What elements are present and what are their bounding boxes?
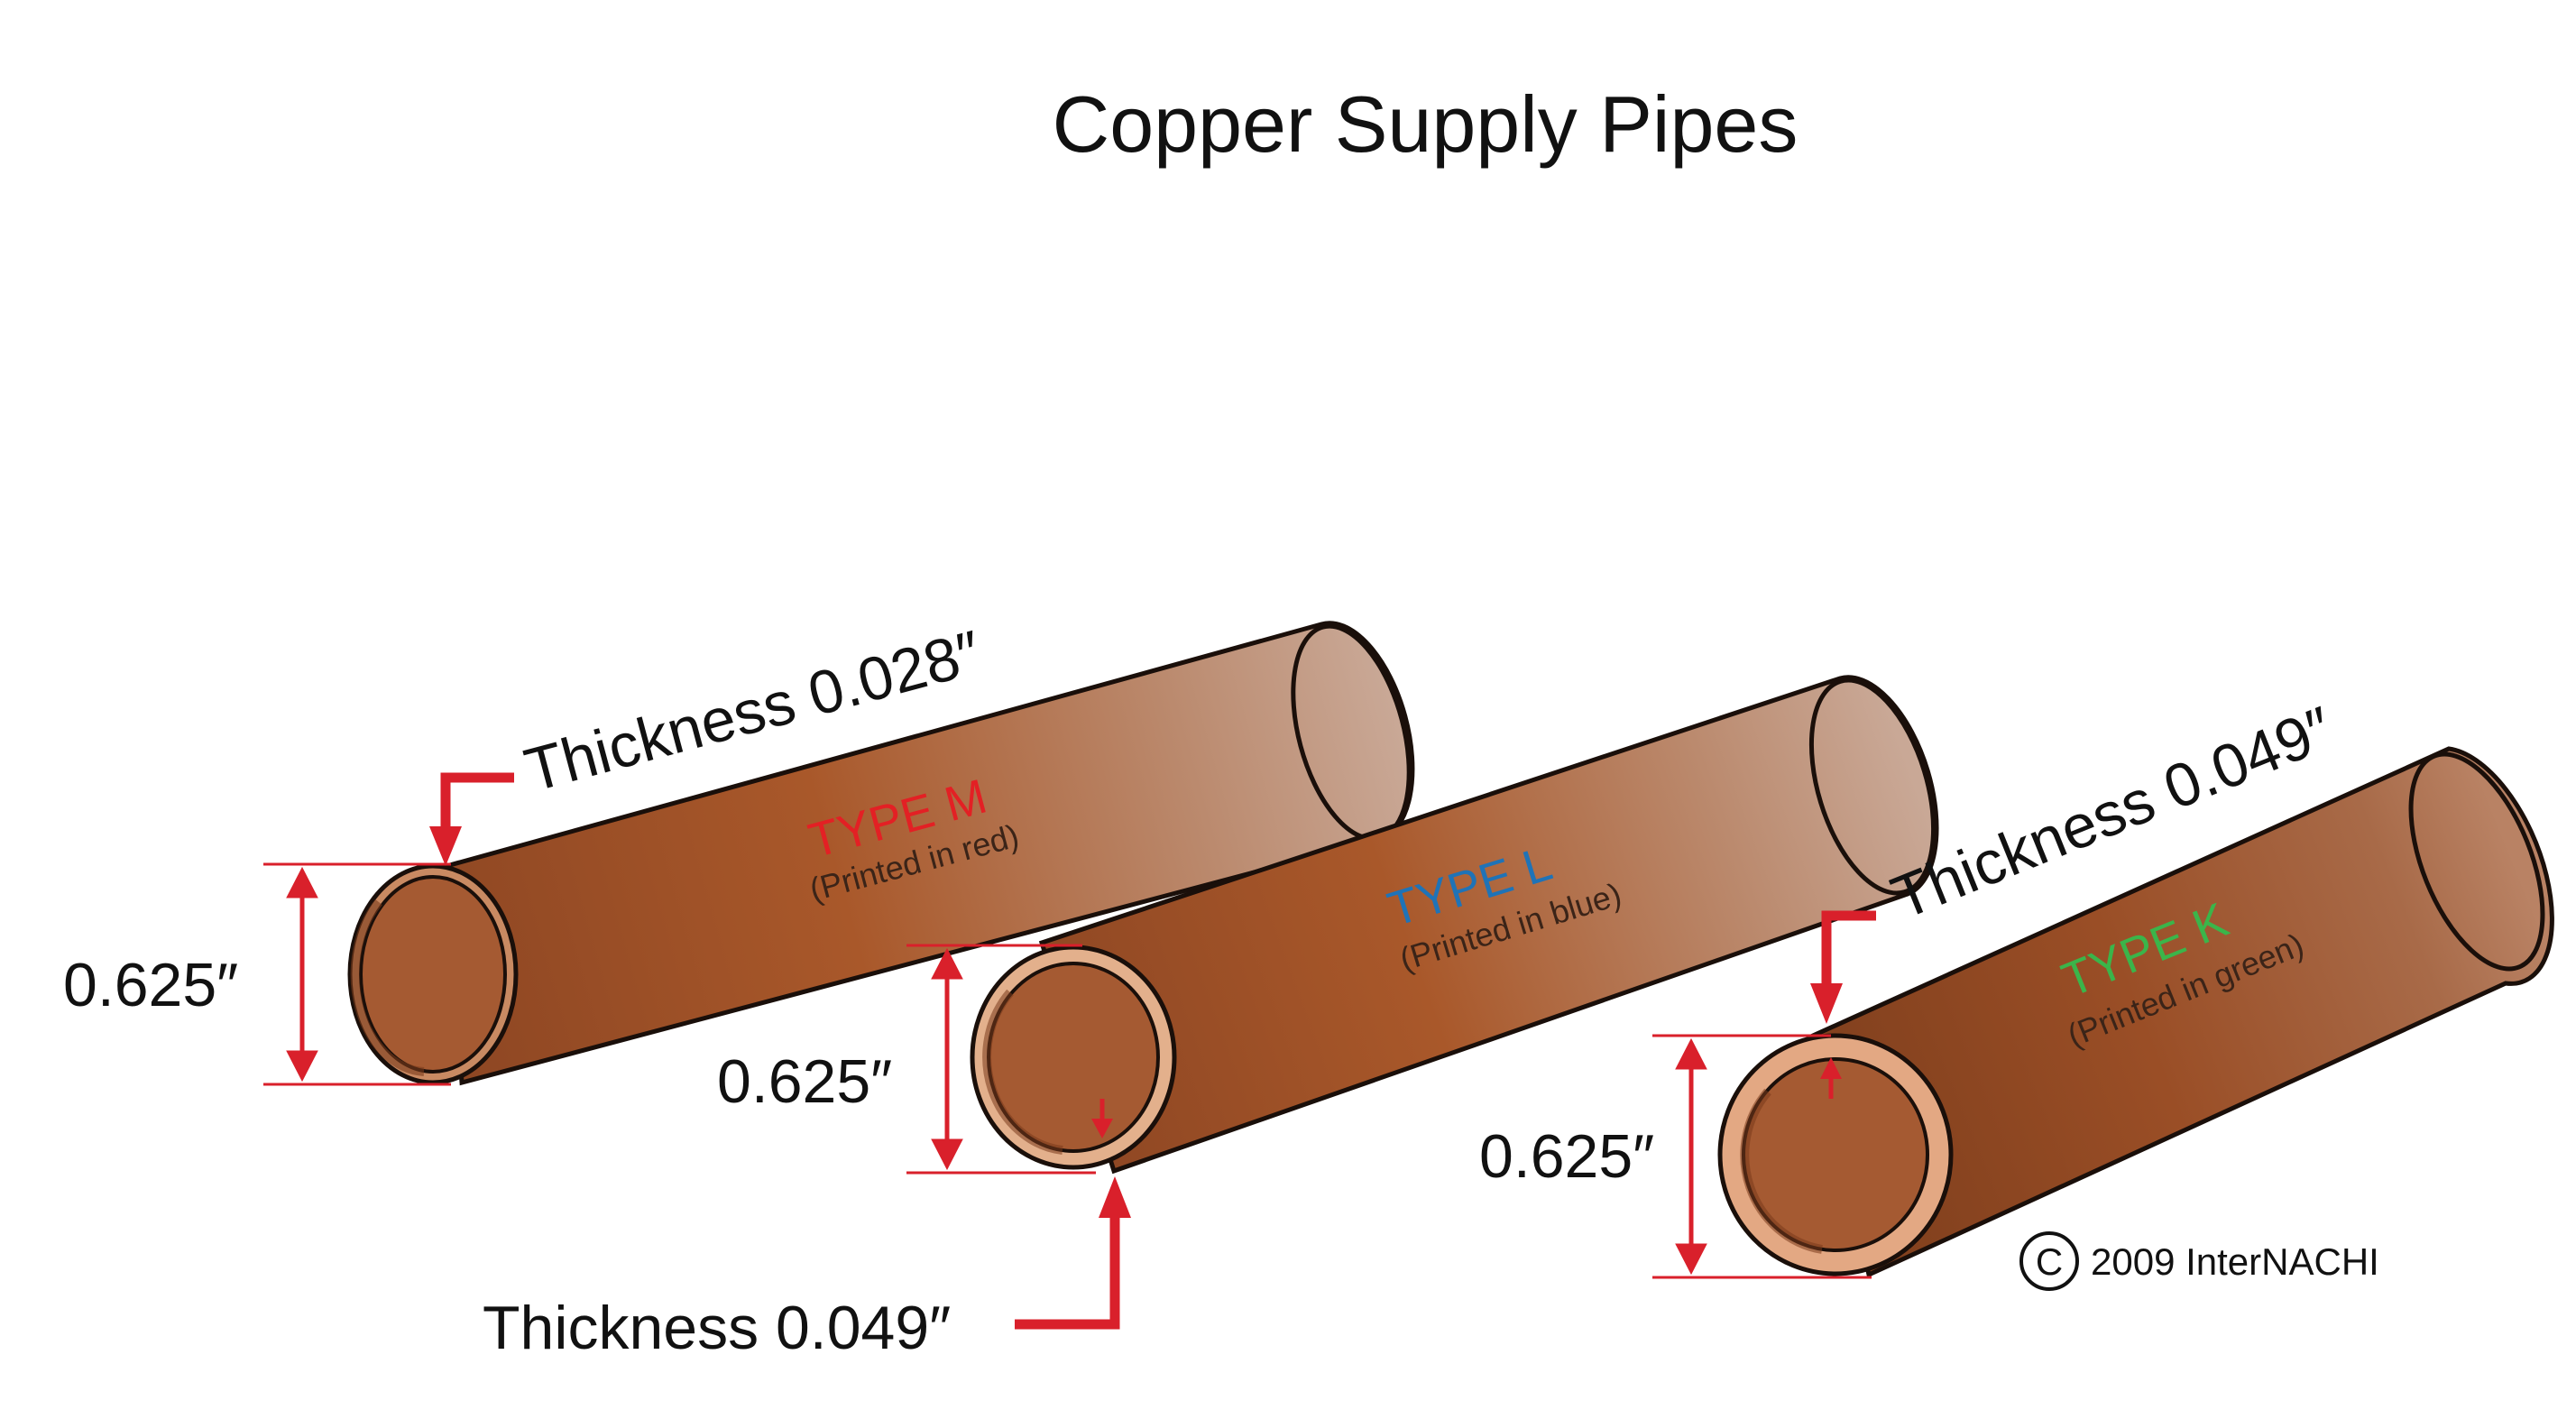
copyright-symbol: C [2036, 1240, 2063, 1283]
arrow-icon [286, 1050, 318, 1083]
pipe-m-diameter-label: 0.625″ [63, 951, 238, 1019]
arrow-icon [931, 1138, 963, 1171]
copyright-icon [2019, 1231, 2079, 1291]
copyright-text: 2009 InterNACHI [2091, 1240, 2379, 1283]
arrow-icon [931, 947, 963, 980]
arrow-icon [429, 826, 462, 866]
arrow-icon [1099, 1176, 1131, 1218]
arrow-icon [1820, 1057, 1842, 1079]
pipe-m-diameter-dimension [263, 862, 451, 1086]
pipe-k-far-end [2408, 751, 2545, 972]
pipe-l-thickness-label: Thickness 0.049″ [483, 1294, 951, 1362]
pipe-l-thickness-leader [1015, 1218, 1120, 1330]
pipe-k-diameter-dimension [1652, 1034, 1872, 1279]
pipe-l-diameter-dimension [906, 944, 1096, 1175]
arrow-icon [1675, 1037, 1707, 1070]
pipe-l-far-end [1808, 677, 1937, 896]
pipe-l-body [1038, 675, 1939, 1175]
arrow-icon [1675, 1243, 1707, 1276]
arrow-icon [1810, 983, 1843, 1024]
arrow-icon [286, 866, 318, 899]
pipe-l-diameter-label: 0.625″ [717, 1047, 892, 1116]
pipe-m-thickness-leader [440, 772, 514, 828]
arrow-icon [1091, 1119, 1113, 1138]
pipe-k-diameter-label: 0.625″ [1479, 1122, 1654, 1191]
copyright-notice: C 2009 InterNACHI [2019, 1231, 2379, 1291]
pipe-k-thickness-leader [1821, 910, 1876, 983]
page-title: Copper Supply Pipes [1053, 79, 1799, 169]
pipe-m-end-bore [359, 875, 507, 1074]
pipe-k-body [1810, 746, 2554, 1278]
pipe-type-l: TYPE L (Printed in blue) 0.625″ Thicknes… [483, 675, 1939, 1362]
